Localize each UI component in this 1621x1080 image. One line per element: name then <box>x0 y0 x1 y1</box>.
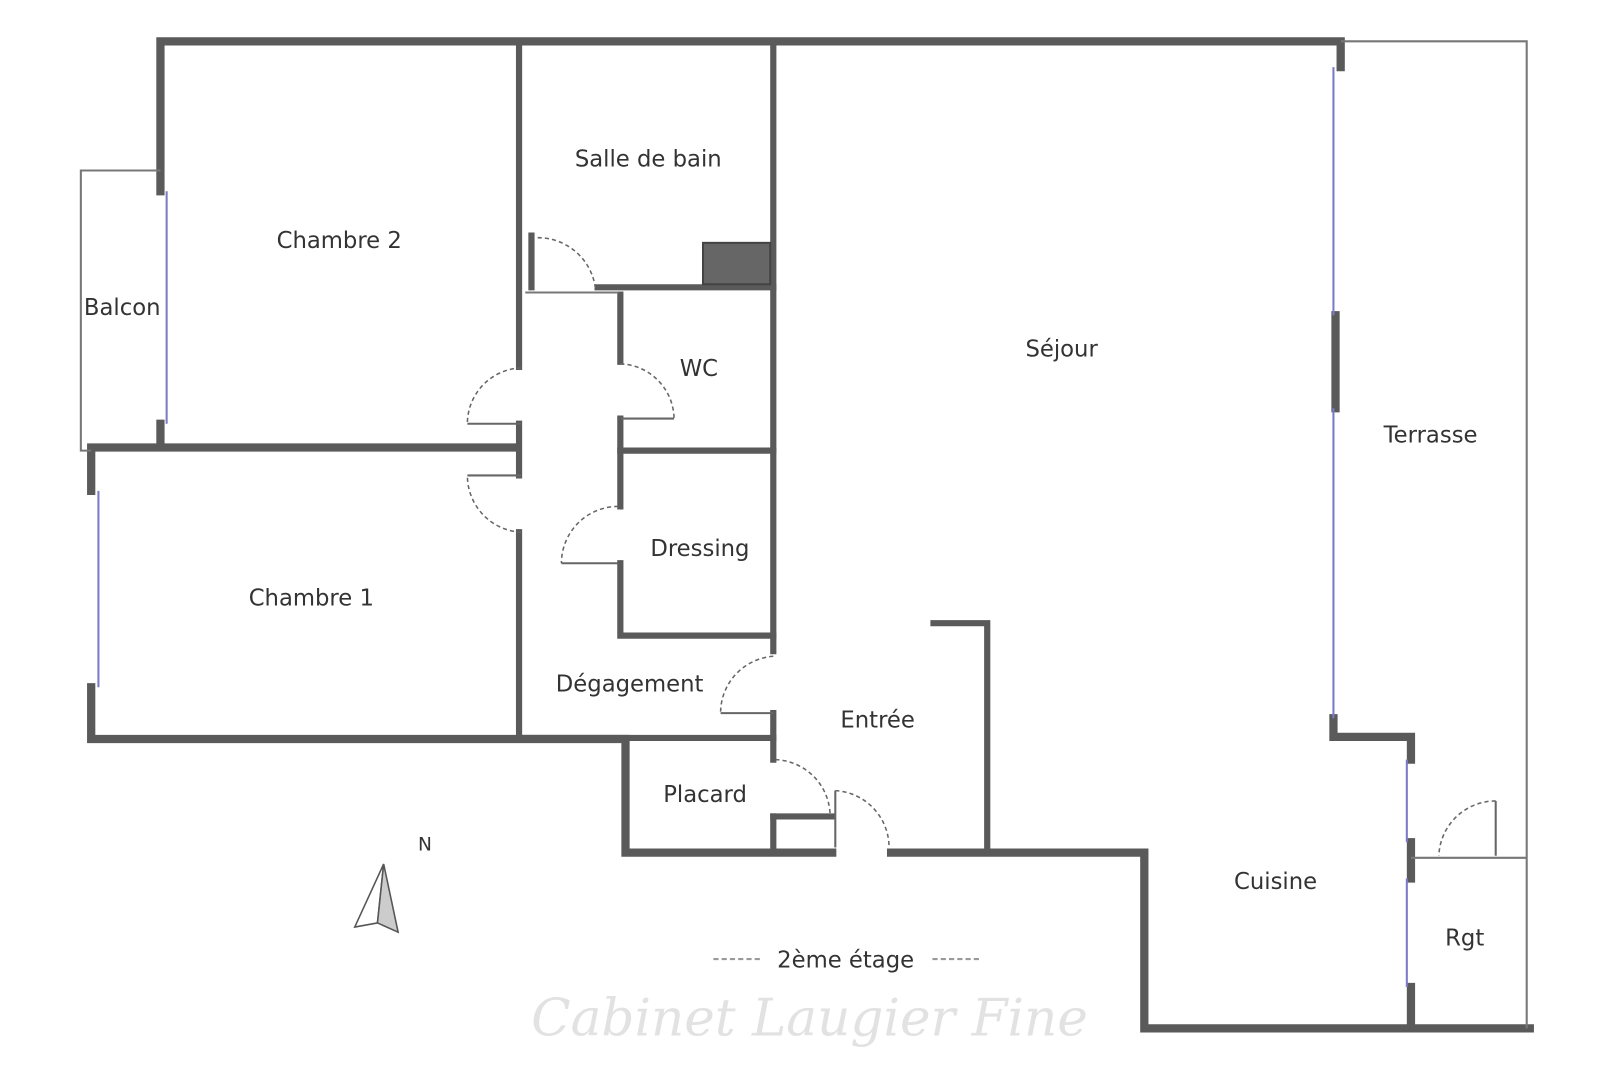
doors <box>466 236 1497 856</box>
label-sejour: Séjour <box>1025 337 1098 363</box>
thin-outlines <box>79 40 1528 1029</box>
windows <box>97 67 1408 987</box>
north-arrow: N <box>353 835 432 934</box>
interior-walls <box>515 43 991 851</box>
outer-walls <box>87 37 1534 1033</box>
label-chambre-1: Chambre 1 <box>249 586 374 612</box>
label-rgt: Rgt <box>1445 926 1484 952</box>
label-degagement: Dégagement <box>556 671 704 697</box>
label-dressing: Dressing <box>650 536 749 562</box>
room-labels: Chambre 2 Salle de bain Balcon WC Séjour… <box>84 146 1484 951</box>
label-entree: Entrée <box>840 708 914 734</box>
duct-shaft <box>701 241 772 286</box>
label-cuisine: Cuisine <box>1234 869 1317 895</box>
floor-label: 2ème étage <box>777 947 914 973</box>
north-label: N <box>418 835 432 856</box>
label-chambre-2: Chambre 2 <box>277 228 402 254</box>
label-placard: Placard <box>663 782 747 808</box>
floor-indicator: 2ème étage <box>713 947 979 973</box>
watermark: Cabinet Laugier Fine <box>531 989 1088 1049</box>
label-salle-de-bain: Salle de bain <box>575 146 722 172</box>
label-balcon: Balcon <box>84 295 161 321</box>
label-wc: WC <box>680 356 718 382</box>
label-terrasse: Terrasse <box>1383 422 1478 448</box>
